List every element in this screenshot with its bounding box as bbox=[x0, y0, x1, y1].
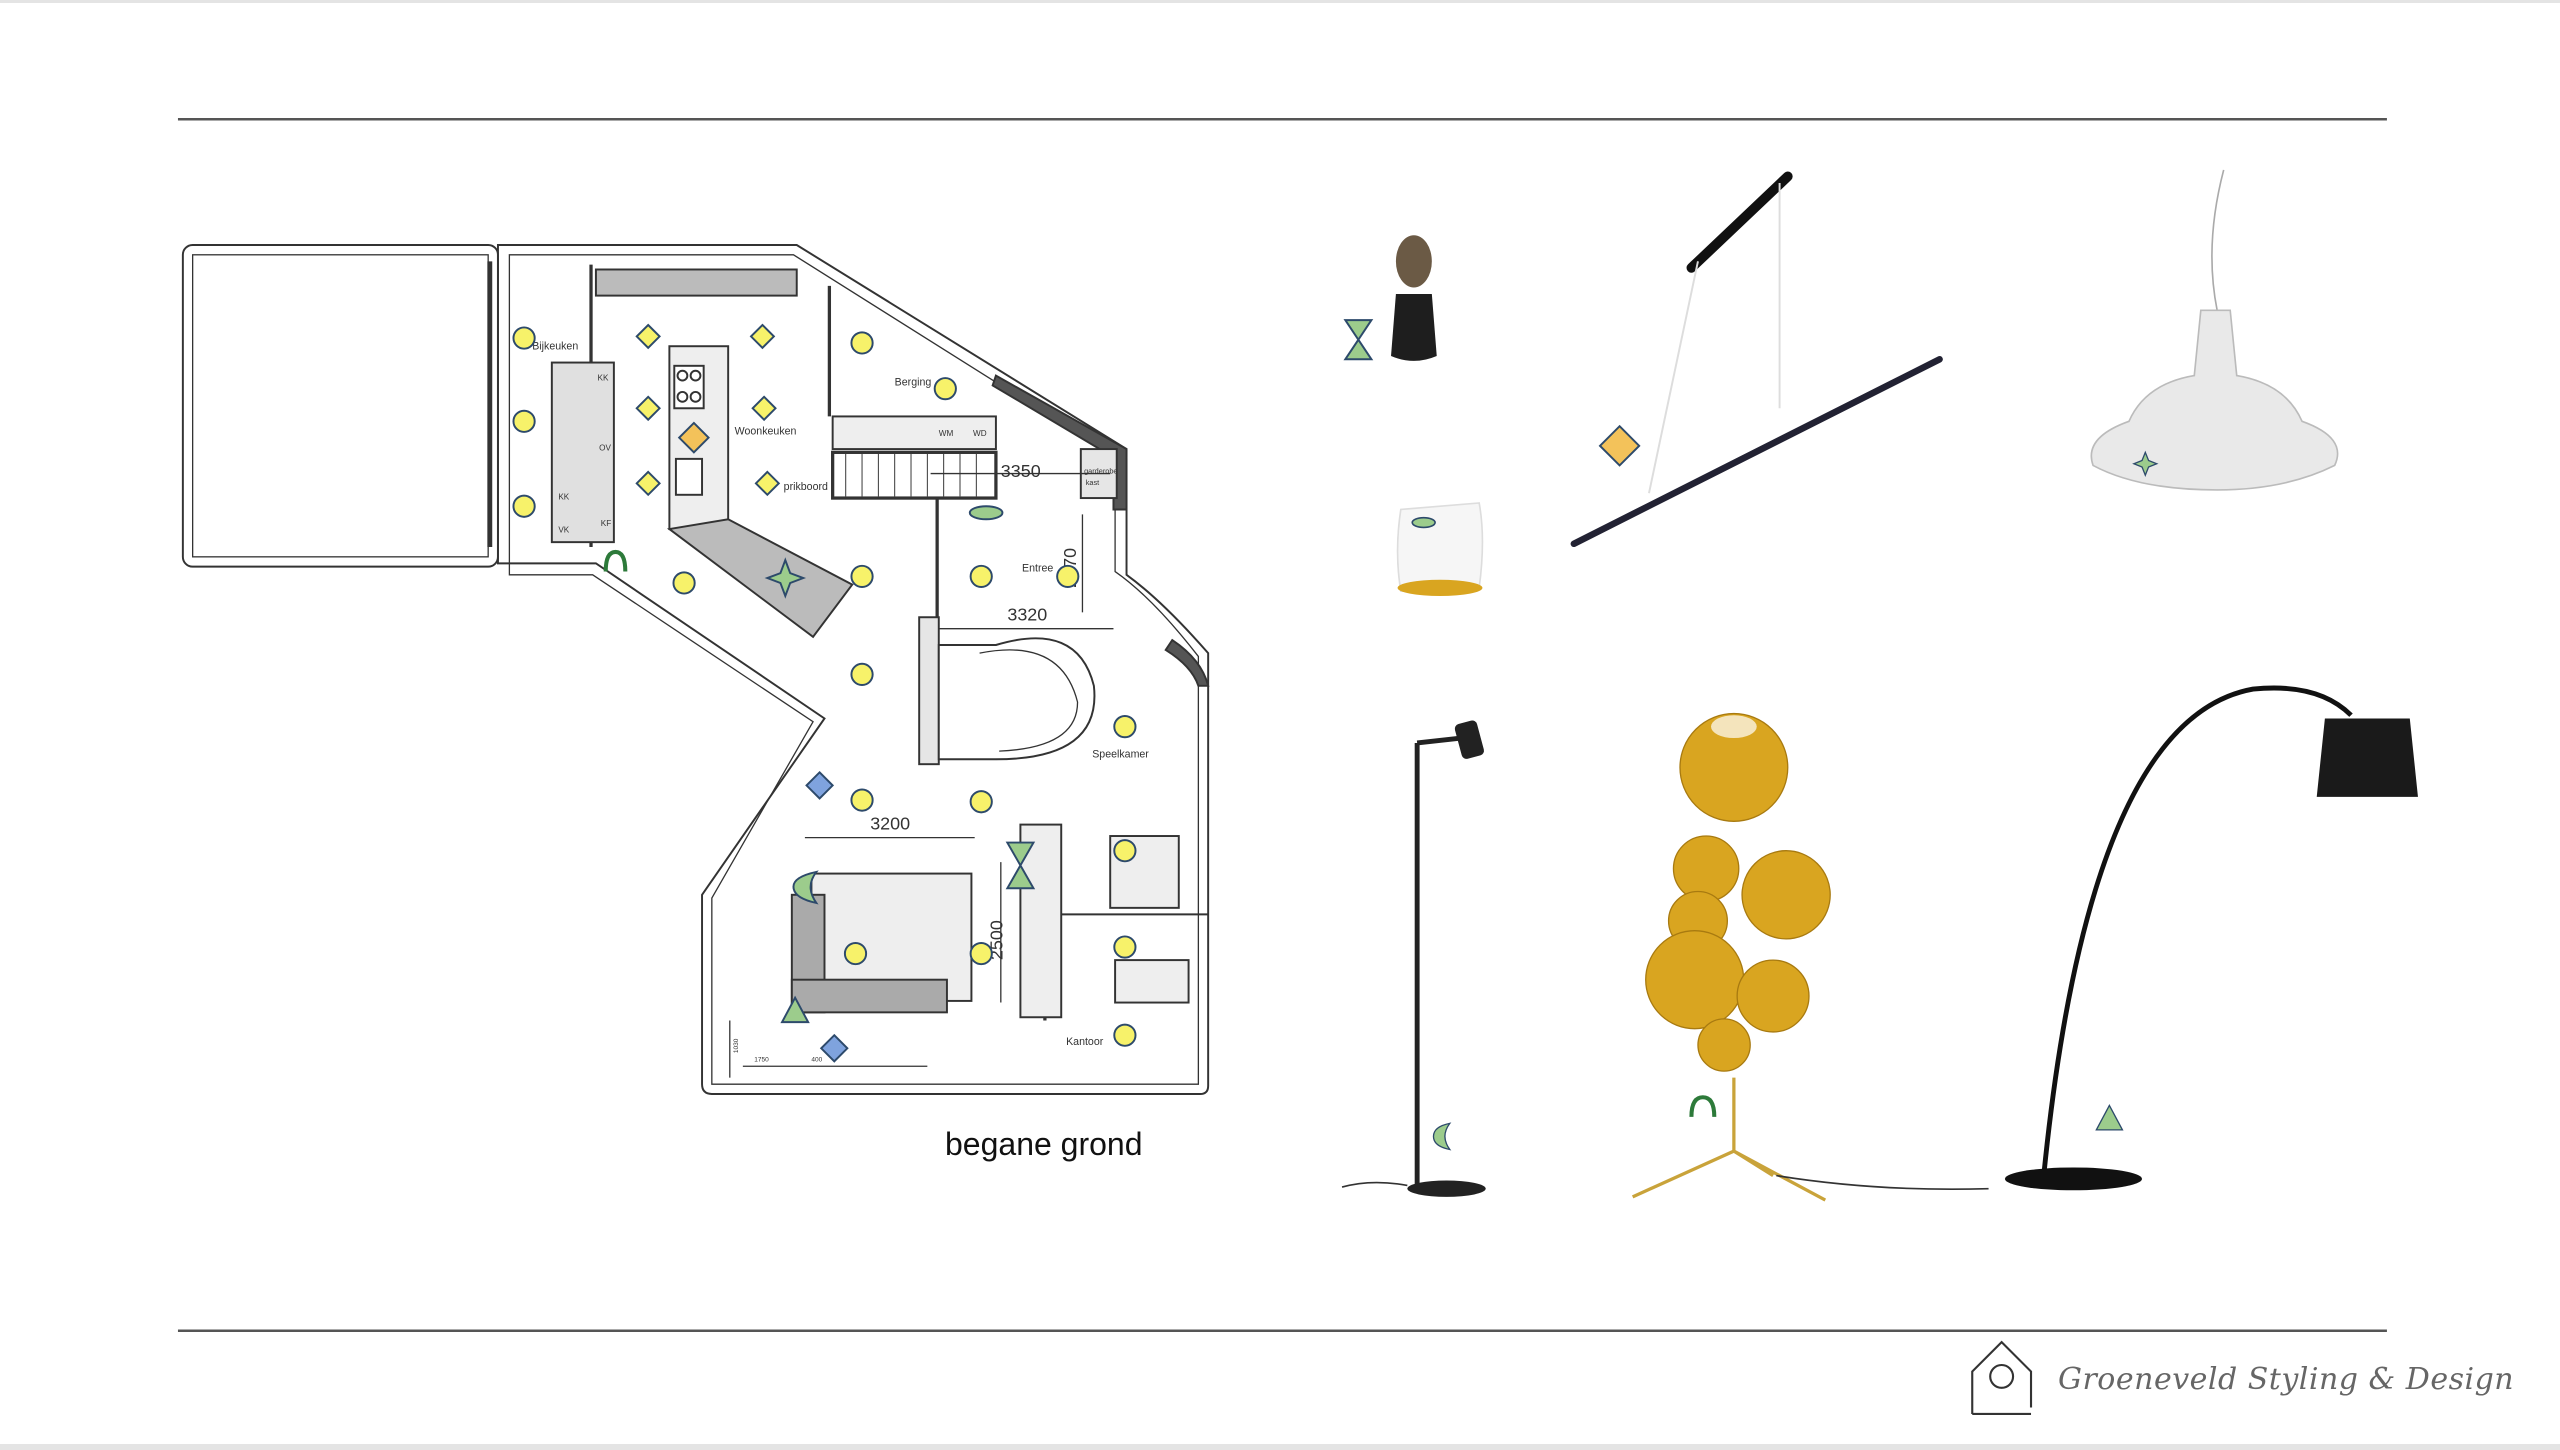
dimension-3350: 3350 bbox=[1001, 461, 1041, 481]
label-prikboord: prikboord bbox=[784, 481, 828, 493]
label-kf: KF bbox=[601, 519, 611, 528]
ellipse-light-icon bbox=[968, 505, 1004, 521]
floor-plan bbox=[181, 244, 1210, 1095]
product-white-wall-light bbox=[1396, 502, 1484, 597]
moon-light-icon bbox=[1432, 1122, 1452, 1151]
product-arc-floor-lamp bbox=[2004, 685, 2418, 1191]
label-wm: WM bbox=[939, 429, 954, 438]
star-light-icon bbox=[2132, 450, 2159, 477]
room-label-berging: Berging bbox=[895, 376, 932, 388]
product-black-floor-lamp bbox=[1341, 720, 1486, 1197]
star-light-icon bbox=[764, 557, 807, 599]
house-circle-logo bbox=[1971, 1340, 2033, 1416]
room-label-bijkeuken: Bijkeuken bbox=[532, 340, 578, 352]
label-ov: OV bbox=[599, 444, 611, 453]
label-vk: VK bbox=[558, 525, 569, 534]
dimension-1030: 1030 bbox=[733, 1038, 740, 1053]
plan-title: begane grond bbox=[945, 1126, 1143, 1162]
product-linear-pendant bbox=[1570, 171, 1943, 548]
dimension-3320: 3320 bbox=[1007, 605, 1047, 625]
hourglass-light-icon bbox=[1005, 841, 1036, 890]
hourglass-light-icon bbox=[1343, 319, 1374, 361]
downlight-icons bbox=[512, 326, 1137, 1047]
room-label-woonkeuken: Woonkeuken bbox=[735, 425, 797, 437]
moon-light-icon bbox=[792, 870, 819, 905]
triangle-light-icon bbox=[780, 995, 810, 1024]
arch-light-icon bbox=[1689, 1095, 1717, 1117]
house-outer-wall bbox=[496, 244, 1210, 1095]
label-wd: WD bbox=[973, 429, 987, 438]
ellipse-light-icon bbox=[1411, 516, 1436, 529]
arch-light-icon bbox=[603, 549, 628, 572]
room-label-entree: Entree bbox=[1022, 563, 1053, 575]
room-label-speelkamer: Speelkamer bbox=[1092, 749, 1149, 761]
label-garderobe: garderobe bbox=[1084, 467, 1117, 476]
label-kk: KK bbox=[558, 493, 569, 502]
label-kast: kast bbox=[1086, 478, 1099, 487]
label-kk: KK bbox=[598, 374, 609, 383]
triangle-light-icon bbox=[2095, 1104, 2124, 1131]
dimension-3200: 3200 bbox=[870, 813, 910, 833]
room-labels: Bijkeuken Woonkeuken Berging prikboord E… bbox=[532, 340, 1149, 1063]
blue-diamond-icon bbox=[805, 770, 835, 800]
product-zeppelin-chandelier bbox=[2090, 169, 2339, 491]
dimension-400: 400 bbox=[811, 1056, 822, 1063]
room-label-kantoor: Kantoor bbox=[1066, 1036, 1104, 1048]
brand-name: Groeneveld Styling & Design bbox=[2058, 1362, 2515, 1397]
product-bulb-pendant bbox=[1343, 235, 1437, 361]
dimension-1750: 1750 bbox=[754, 1056, 769, 1063]
pendant-diamond-icon bbox=[677, 421, 710, 454]
diamond-light-icons bbox=[635, 323, 781, 497]
pendant-diamond-icon bbox=[1598, 424, 1641, 467]
light-symbols bbox=[512, 323, 1137, 1063]
product-gold-sphere-floor-lamp bbox=[1631, 712, 1989, 1202]
garden-room-wall bbox=[181, 244, 499, 568]
blue-diamond-icon bbox=[819, 1033, 849, 1063]
dark-wall bbox=[991, 374, 1128, 511]
